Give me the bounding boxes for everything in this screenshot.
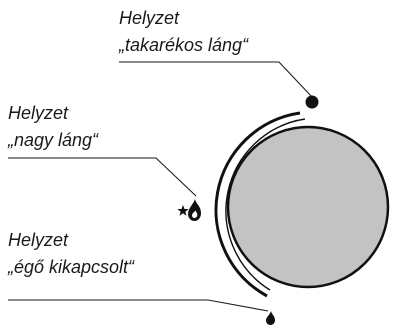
label-low-flame-line2: „takarékos láng“ bbox=[118, 35, 249, 55]
inner-guide-arc bbox=[225, 118, 306, 291]
small-flame-icon bbox=[266, 311, 275, 325]
flame-icon bbox=[188, 199, 201, 221]
outer-guide-arc bbox=[214, 111, 301, 298]
filled-dot-icon bbox=[305, 95, 319, 109]
star-flame-icon bbox=[177, 199, 201, 221]
label-high-flame-line1: Helyzet bbox=[8, 103, 69, 123]
knob[interactable] bbox=[226, 125, 390, 289]
label-burner-off-line1: Helyzet bbox=[8, 230, 69, 250]
leader-line-low-flame bbox=[119, 61, 314, 99]
label-burner-off-line2: „égő kikapcsolt“ bbox=[7, 257, 135, 277]
label-high-flame-line2: „nagy láng“ bbox=[7, 130, 99, 150]
leader-line-burner-off bbox=[8, 299, 269, 312]
star-icon bbox=[177, 205, 189, 216]
label-low-flame-line1: Helyzet bbox=[119, 8, 180, 28]
leader-line-high-flame bbox=[8, 157, 197, 197]
